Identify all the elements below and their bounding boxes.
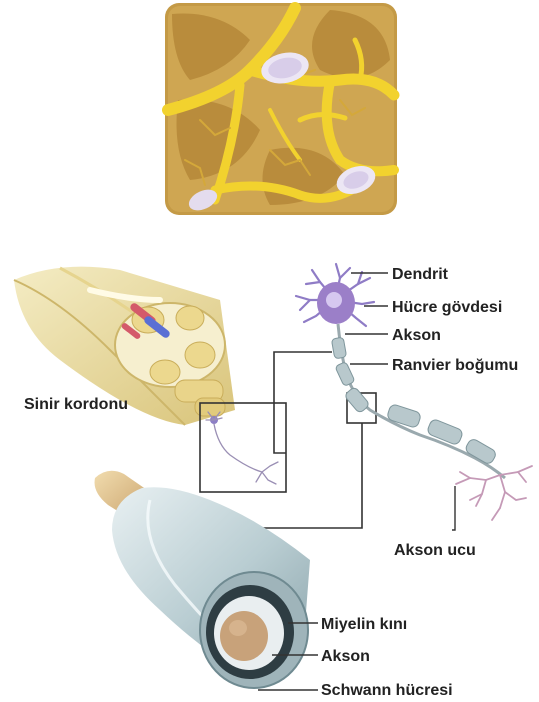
label-sinir-kordonu: Sinir kordonu bbox=[24, 396, 128, 413]
label-akson-bottom: Akson bbox=[321, 648, 370, 665]
label-ranvier: Ranvier boğumu bbox=[392, 357, 518, 374]
label-miyelin: Miyelin kını bbox=[321, 616, 407, 633]
label-akson-top: Akson bbox=[392, 327, 441, 344]
label-hucre-govdesi: Hücre gövdesi bbox=[392, 299, 502, 316]
label-schwann: Schwann hücresi bbox=[321, 682, 453, 699]
glial-tissue-image bbox=[165, 3, 397, 215]
label-akson-ucu: Akson ucu bbox=[394, 542, 476, 559]
label-dendrit: Dendrit bbox=[392, 266, 449, 283]
mini-neuron bbox=[206, 412, 278, 484]
